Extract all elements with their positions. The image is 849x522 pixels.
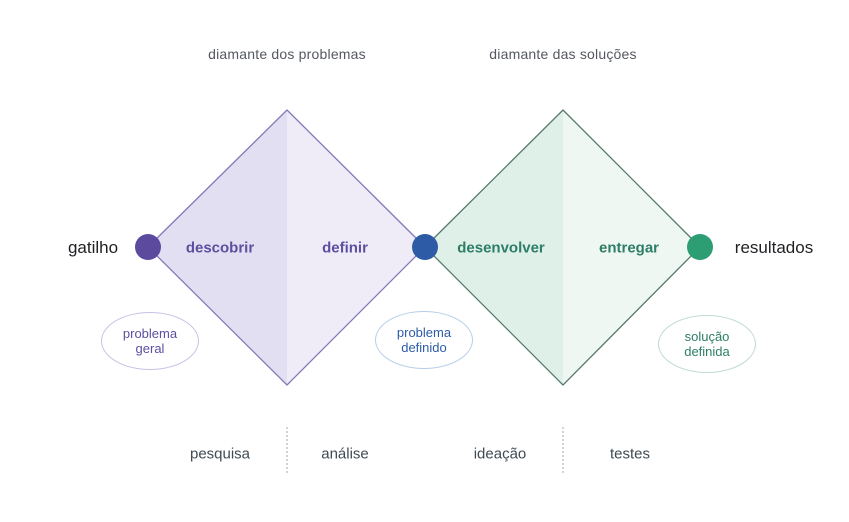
trigger-label: gatilho [67, 238, 119, 257]
problems-diamond-left-half [148, 110, 287, 385]
activity-tests-label: testes [609, 445, 651, 463]
general-problem-badge-line1: problema [122, 325, 178, 341]
general-problem-badge-line2: geral [135, 341, 165, 356]
activity-analysis-label: análise [321, 445, 369, 463]
activity-ideation-label: ideação [473, 445, 527, 463]
activity-divider-solutions [562, 427, 564, 473]
defined-solution-badge-line1: solução [684, 328, 730, 344]
defined-problem-badge-line2: definido [401, 340, 447, 355]
phase-deliver-label: entregar [598, 239, 660, 257]
problems-diamond-right-half [287, 110, 425, 385]
defined-solution-node-circle [687, 234, 713, 260]
solutions-diamond-outline [424, 109, 701, 386]
general-problem-badge: problema geral [101, 312, 199, 370]
defined-problem-badge: problema definido [375, 311, 473, 369]
activity-divider-problems [286, 427, 288, 473]
problems-diamond-outline [147, 109, 426, 386]
solutions-diamond-title: diamante das soluções [489, 46, 637, 62]
activity-research-label: pesquisa [189, 445, 251, 463]
problems-diamond-title: diamante dos problemas [208, 46, 366, 62]
solutions-diamond-right-half [563, 110, 700, 385]
defined-solution-badge-line2: definida [684, 344, 730, 359]
results-label: resultados [734, 238, 814, 257]
defined-solution-badge: solução definida [658, 315, 756, 373]
phase-discover-label: descobrir [185, 239, 255, 257]
phase-develop-label: desenvolver [457, 239, 545, 257]
trigger-node-circle [135, 234, 161, 260]
defined-problem-node-circle [412, 234, 438, 260]
defined-problem-badge-line1: problema [396, 324, 452, 340]
solutions-diamond-left-half [425, 110, 563, 385]
phase-define-label: definir [322, 239, 368, 257]
